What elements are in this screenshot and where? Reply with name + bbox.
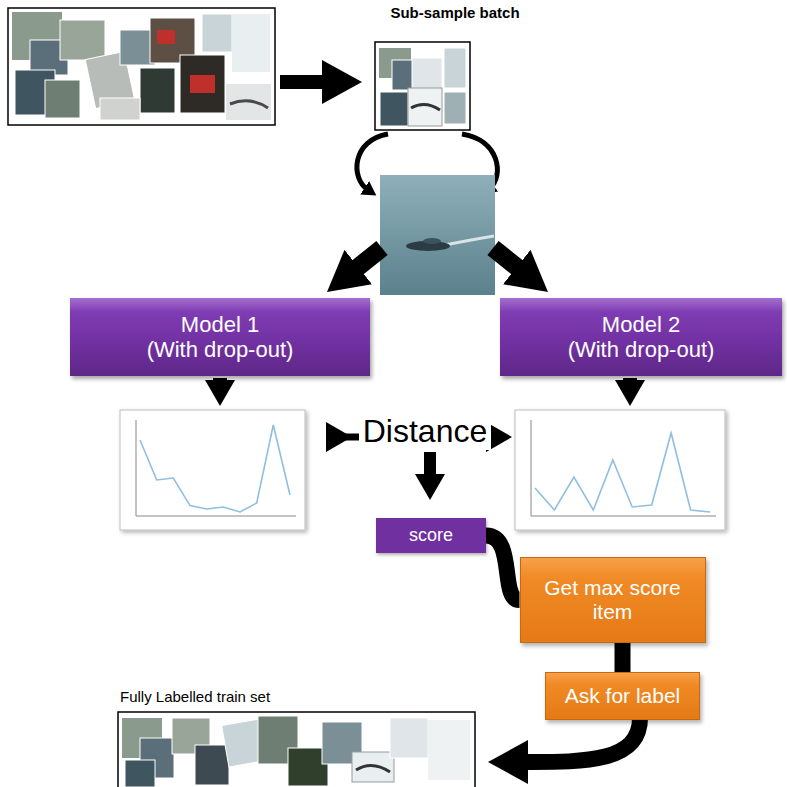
photo-tile	[380, 92, 408, 126]
photo-tile	[180, 55, 225, 113]
photo-tile	[232, 14, 270, 72]
box-title: Get max score item	[538, 576, 688, 624]
subsample-frame	[375, 42, 470, 130]
box-title: Model 1	[181, 312, 259, 337]
photo-tile	[100, 98, 140, 120]
flow-connector	[486, 536, 520, 601]
photo-tile	[390, 718, 428, 758]
box-subtitle: (With drop-out)	[568, 337, 715, 362]
chart-axis	[136, 420, 296, 516]
photo-tile	[45, 80, 80, 118]
photo-tile	[444, 92, 466, 124]
chart-axis	[531, 420, 716, 516]
photo-tile	[226, 84, 271, 120]
trainset-label: Fully Labelled train set	[120, 688, 270, 705]
dataset-frame	[8, 8, 275, 125]
distance-label: Distance	[359, 413, 492, 450]
photo-tile	[125, 760, 155, 787]
chart-frame	[120, 410, 305, 530]
section-title: Sub-sample batch	[390, 4, 519, 21]
chart-line	[140, 425, 290, 512]
score-box: score	[376, 518, 486, 553]
photo-tile	[444, 48, 466, 88]
photo-detail	[230, 101, 268, 108]
trainset-frame	[118, 712, 475, 787]
photo-detail	[411, 104, 440, 110]
flow-arrow	[213, 378, 227, 384]
flow-arrow	[424, 452, 436, 478]
flow-connector	[615, 643, 631, 672]
chart-frame	[515, 410, 725, 530]
sample-image	[380, 175, 495, 295]
flow-arrow	[493, 248, 523, 272]
flow-arrow	[280, 75, 330, 89]
photo-tile	[190, 75, 215, 93]
process-box: Model 2(With drop-out)	[500, 298, 782, 376]
action-box: Get max score item	[520, 557, 706, 643]
photo-tile	[428, 720, 470, 780]
photo-tile	[408, 88, 442, 126]
box-subtitle: (With drop-out)	[147, 337, 294, 362]
photo-tile	[195, 745, 229, 785]
flow-arrow	[623, 378, 637, 384]
boat	[423, 238, 441, 244]
photo-tile	[140, 68, 175, 113]
flow-arrow	[352, 248, 382, 272]
photo-tile	[352, 752, 394, 782]
photo-tile	[60, 20, 105, 60]
box-title: Model 2	[602, 312, 680, 337]
photo-tile	[202, 14, 232, 52]
process-box: Model 1(With drop-out)	[70, 298, 370, 376]
box-title: score	[409, 525, 453, 546]
photo-detail	[356, 765, 390, 772]
chart-line	[535, 433, 710, 512]
box-title: Ask for label	[565, 684, 681, 708]
action-box: Ask for label	[545, 672, 700, 720]
flow-arrow	[520, 718, 640, 762]
photo-tile	[157, 30, 175, 44]
